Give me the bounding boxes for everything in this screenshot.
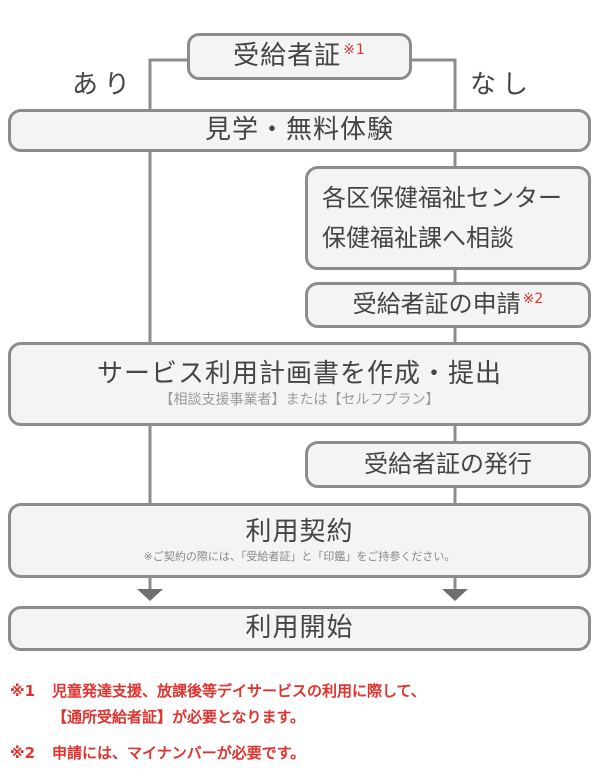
node-apply: 受給者証の申請※2 — [305, 282, 591, 328]
node-apply-mark: ※2 — [522, 291, 544, 308]
node-certificate-mark: ※1 — [343, 41, 366, 58]
footnote-1: ※1 児童発達支援、放課後等デイサービスの利用に際して、 【通所受給者証】が必要… — [10, 678, 595, 730]
node-apply-label: 受給者証の申請 — [352, 290, 521, 319]
branch-label-no: なし — [470, 70, 535, 100]
node-certificate: 受給者証※1 — [187, 33, 412, 80]
branch-line-no — [412, 58, 457, 112]
footnote-1-line2: 【通所受給者証】が必要となります。 — [52, 708, 306, 726]
footnotes: ※1 児童発達支援、放課後等デイサービスの利用に際して、 【通所受給者証】が必要… — [10, 678, 595, 766]
node-start: 利用開始 — [8, 606, 591, 651]
node-visit: 見学・無料体験 — [8, 109, 591, 152]
node-contract: 利用契約 ※ご契約の際には、「受給者証」と「印鑑」をご持参ください。 — [8, 503, 591, 578]
branch-line-yes — [148, 58, 187, 112]
node-contract-label: 利用契約 — [245, 516, 354, 547]
arrow-right-icon — [442, 589, 468, 601]
footnote-1-mark: ※1 — [10, 682, 36, 700]
node-visit-label: 見学・無料体験 — [204, 114, 394, 145]
node-start-label: 利用開始 — [245, 612, 354, 643]
node-center: 各区保健福祉センター 保健福祉課へ相談 — [305, 166, 591, 270]
footnote-2: ※2 申請には、マイナンバーが必要です。 — [10, 740, 595, 766]
branch-label-yes: あり — [72, 70, 137, 100]
node-certificate-label: 受給者証 — [233, 40, 342, 71]
node-contract-note: ※ご契約の際には、「受給者証」と「印鑑」をご持参ください。 — [143, 549, 456, 563]
footnote-2-line1: 申請には、マイナンバーが必要です。 — [52, 744, 306, 762]
node-issue: 受給者証の発行 — [305, 441, 591, 488]
node-plan-sub: 【相談支援事業者】または【セルフプラン】 — [159, 392, 440, 409]
footnote-1-line1: 児童発達支援、放課後等デイサービスの利用に際して、 — [52, 682, 426, 700]
node-plan-label: サービス利用計画書を作成・提出 — [96, 358, 502, 389]
node-plan: サービス利用計画書を作成・提出 【相談支援事業者】または【セルフプラン】 — [8, 342, 591, 426]
arrow-left-icon — [137, 589, 163, 601]
node-center-line1: 各区保健福祉センター — [322, 184, 562, 212]
node-center-line2: 保健福祉課へ相談 — [322, 224, 514, 252]
node-issue-label: 受給者証の発行 — [364, 449, 532, 478]
footnote-2-mark: ※2 — [10, 744, 36, 762]
